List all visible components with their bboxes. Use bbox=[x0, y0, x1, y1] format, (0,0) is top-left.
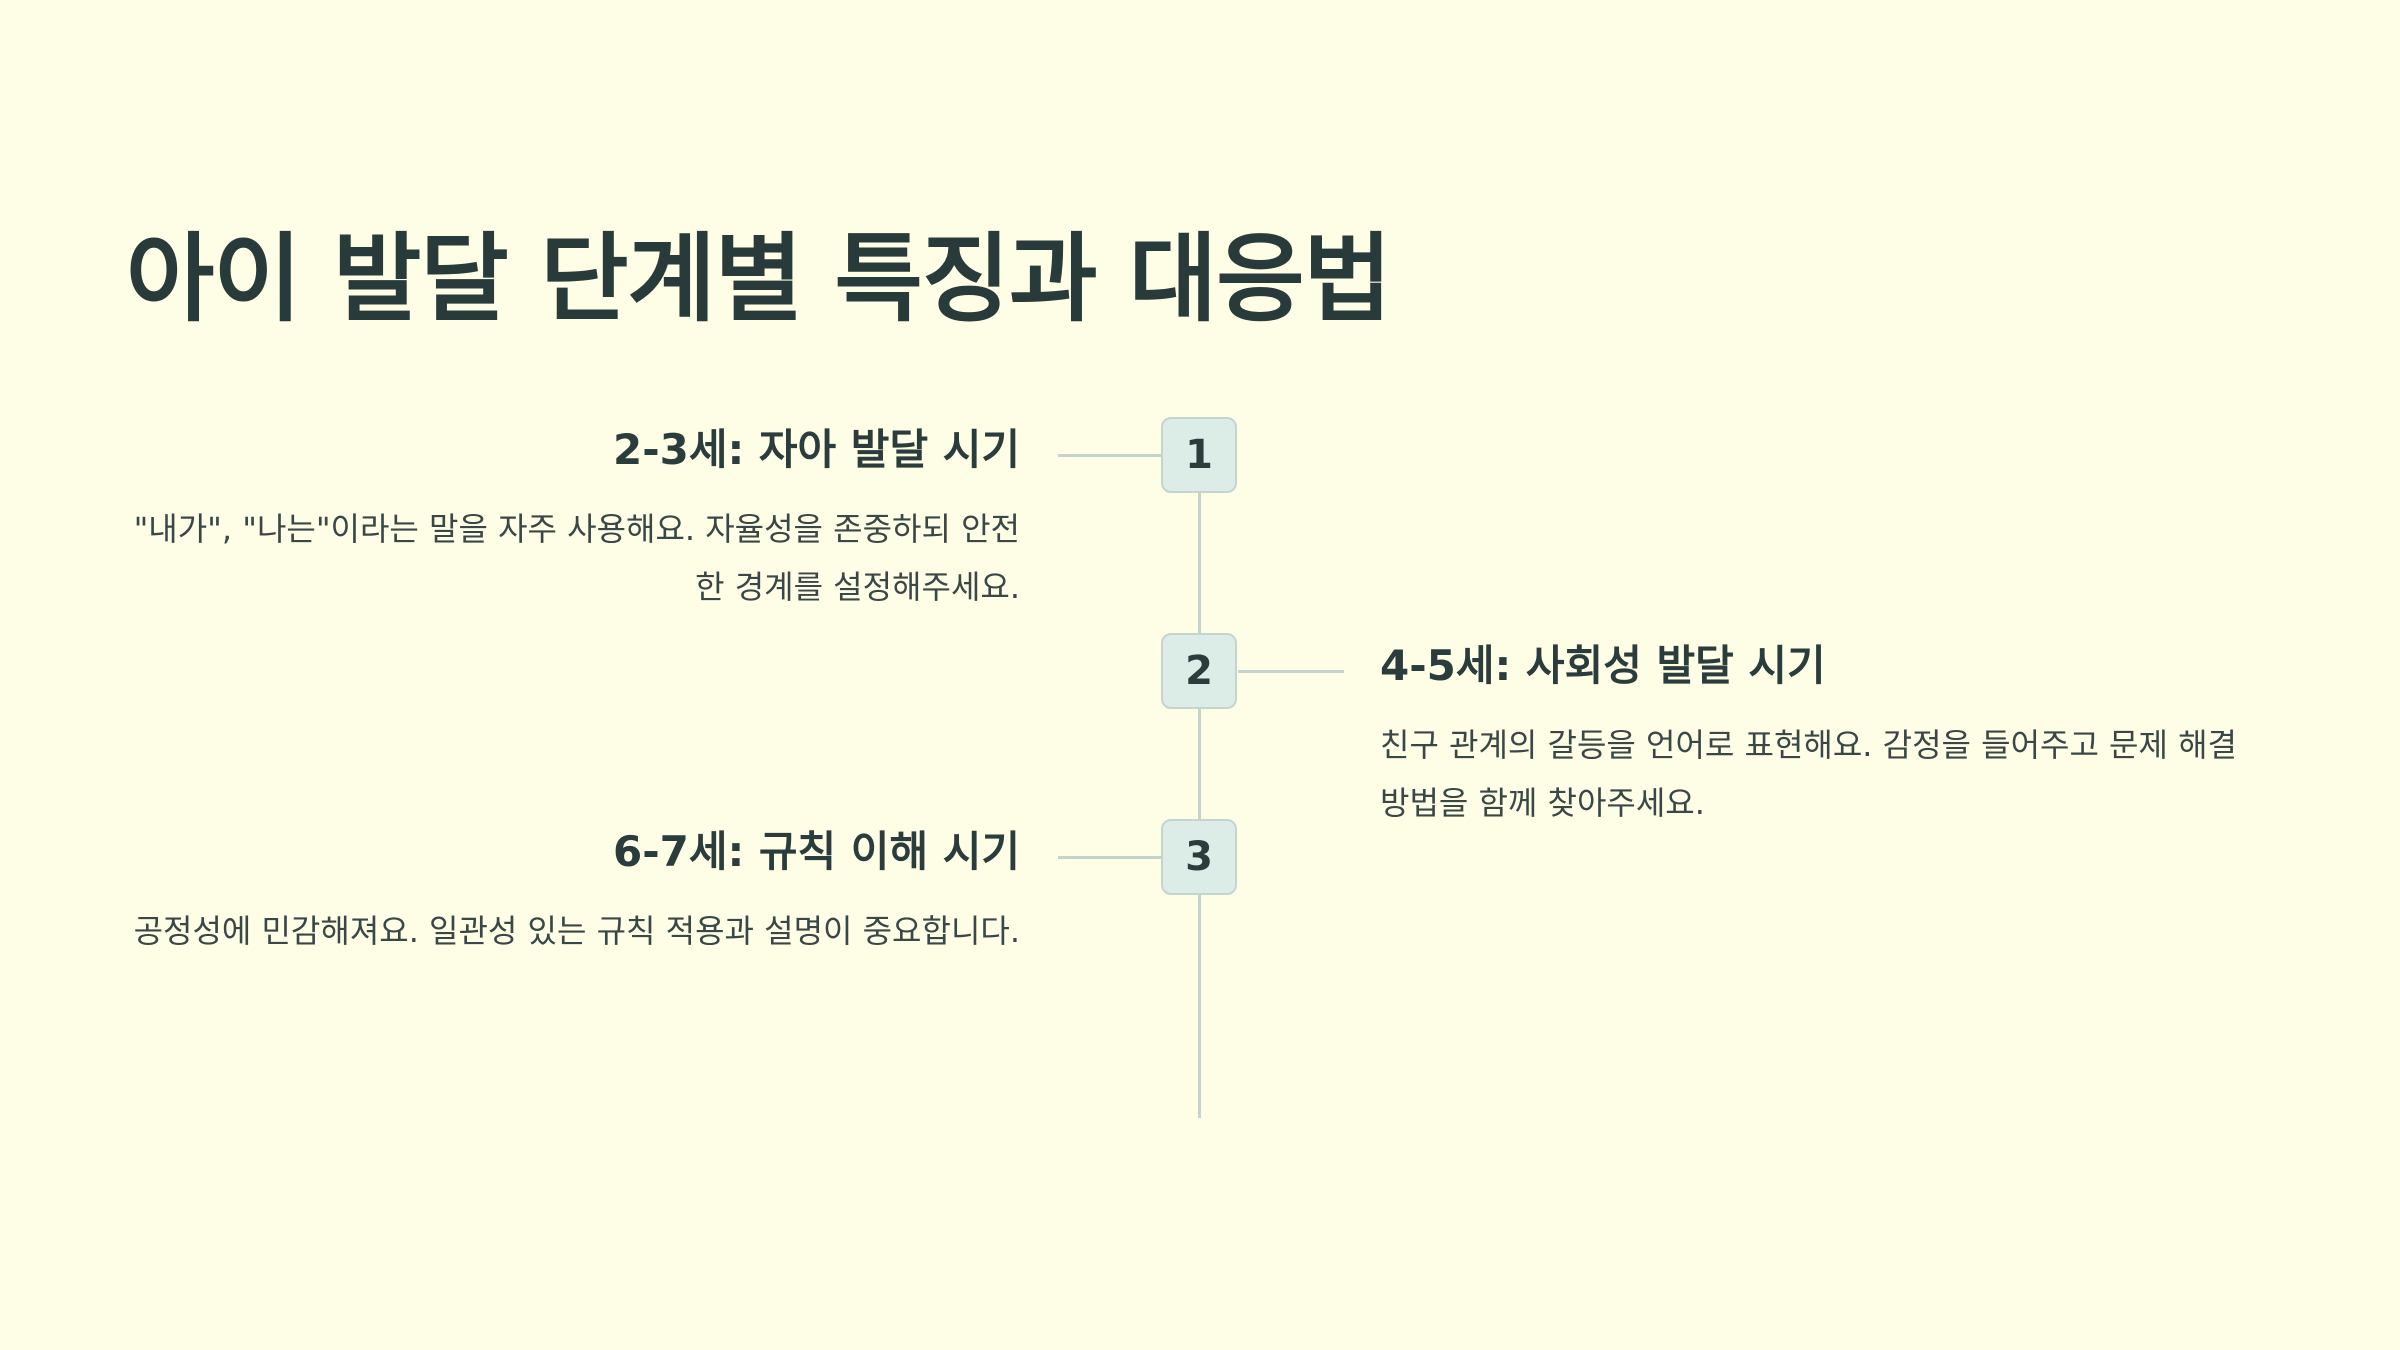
step-3-connector bbox=[1058, 856, 1162, 859]
step-2-marker: 2 bbox=[1161, 633, 1237, 709]
slide-title: 아이 발달 단계별 특징과 대응법 bbox=[126, 223, 1392, 335]
step-3-title: 6-7세: 규칙 이해 시기 bbox=[612, 827, 1020, 876]
step-3-marker: 3 bbox=[1161, 819, 1237, 895]
step-1-title: 2-3세: 자아 발달 시기 bbox=[612, 425, 1020, 474]
step-1-marker: 1 bbox=[1161, 417, 1237, 493]
step-2-description: 친구 관계의 갈등을 언어로 표현해요. 감정을 들어주고 문제 해결 방법을 … bbox=[1380, 726, 2237, 822]
step-2-title: 4-5세: 사회성 발달 시기 bbox=[1380, 641, 1826, 690]
step-3-description: 공정성에 민감해져요. 일관성 있는 규칙 적용과 설명이 중요합니다. bbox=[133, 912, 1020, 950]
timeline-line bbox=[1198, 460, 1201, 1118]
step-2-connector bbox=[1238, 670, 1344, 673]
step-1-description: "내가", "나는"이라는 말을 자주 사용해요. 자율성을 존중하되 안전한 … bbox=[133, 510, 1020, 606]
step-1-connector bbox=[1058, 454, 1162, 457]
